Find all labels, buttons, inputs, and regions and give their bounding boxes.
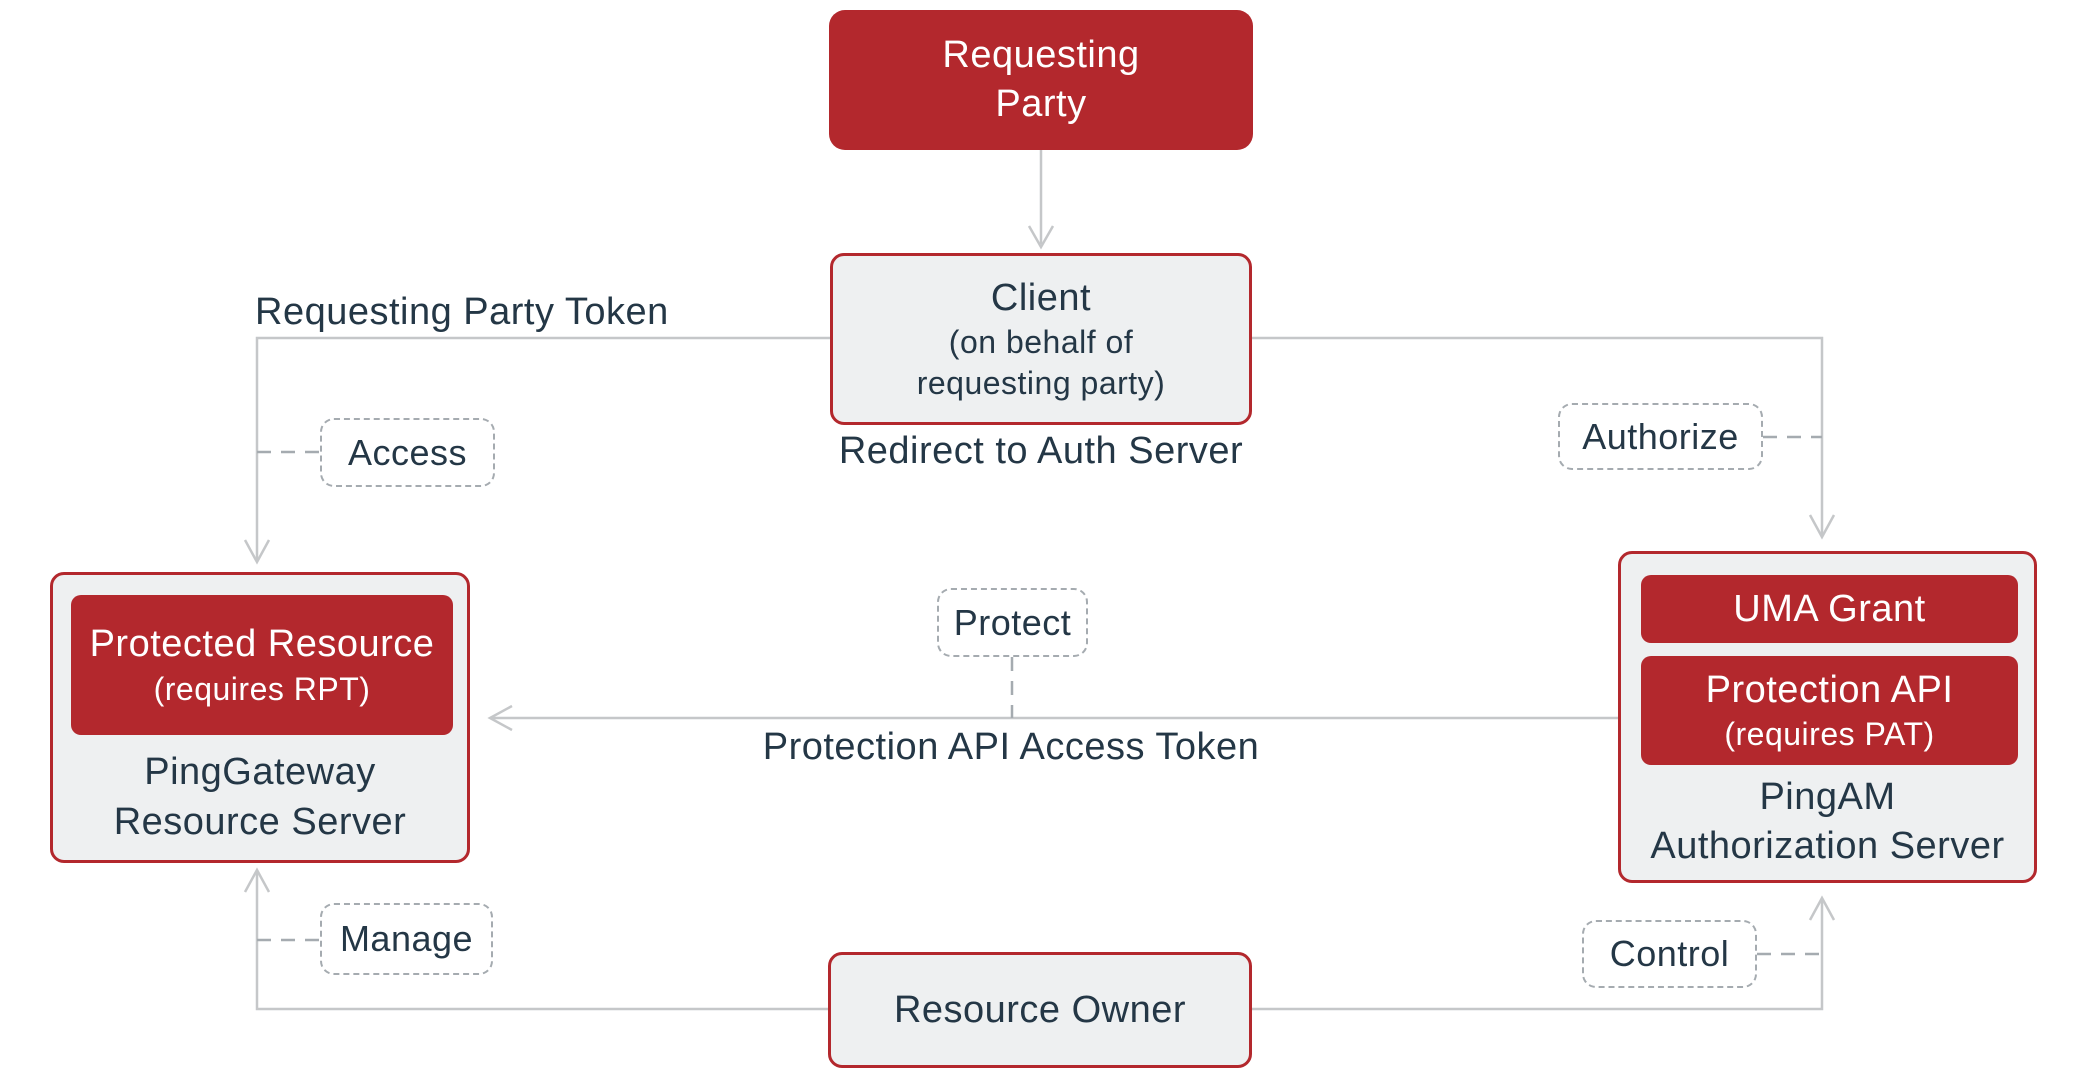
requesting-party-label: Requesting Party [942,34,1140,125]
resource-server-label: PingGateway Resource Server [113,751,407,843]
authorization-server-node: UMA Grant Protection API (requires PAT) … [1618,551,2037,883]
manage-action-badge: Manage [320,903,493,975]
protected-resource-label: Protected Resource [89,623,435,666]
arrowhead-down-resource-server [243,539,271,565]
arrowhead-down-client [1027,225,1055,250]
protection-api-node: Protection API (requires PAT) [1641,656,2018,765]
connector-resource-owner-to-resource-server [255,872,828,1011]
redirect-to-auth-server-label: Redirect to Auth Server [838,430,1244,472]
resource-owner-label: Resource Owner [893,988,1187,1031]
protected-resource-node: Protected Resource (requires RPT) [71,595,453,735]
arrowhead-up-resource-server [243,867,271,893]
client-node: Client (on behalf of requesting party) [830,253,1252,425]
protection-api-access-token-label: Protection API Access Token [762,726,1260,768]
authorize-action-badge: Authorize [1558,403,1763,470]
arrowhead-left-protected-resource [487,704,513,732]
protection-api-sublabel: (requires PAT) [1724,716,1935,753]
resource-server-node: Protected Resource (requires RPT) PingGa… [50,572,470,863]
control-action-badge: Control [1582,920,1757,988]
protected-resource-sublabel: (requires RPT) [153,670,371,707]
connector-resource-owner-to-authorization-server [1252,900,1824,1011]
client-label: Client [990,276,1092,319]
requesting-party-token-label: Requesting Party Token [255,291,669,333]
client-sublabel: (on behalf of requesting party) [916,324,1166,402]
arrowhead-down-authorization-server [1808,514,1836,540]
uma-grant-node: UMA Grant [1641,575,2018,643]
uma-grant-label: UMA Grant [1733,587,1926,630]
arrowhead-up-authorization-server [1808,895,1836,921]
access-action-badge: Access [320,418,495,487]
connector-client-to-authorization-server [1252,336,1824,535]
requesting-party-node: Requesting Party [829,10,1253,150]
protect-action-badge: Protect [937,588,1088,657]
protection-api-label: Protection API [1705,668,1954,711]
connector-client-to-resource-server [255,336,830,560]
resource-owner-node: Resource Owner [828,952,1252,1068]
authorization-server-label: PingAM Authorization Server [1650,775,2005,867]
